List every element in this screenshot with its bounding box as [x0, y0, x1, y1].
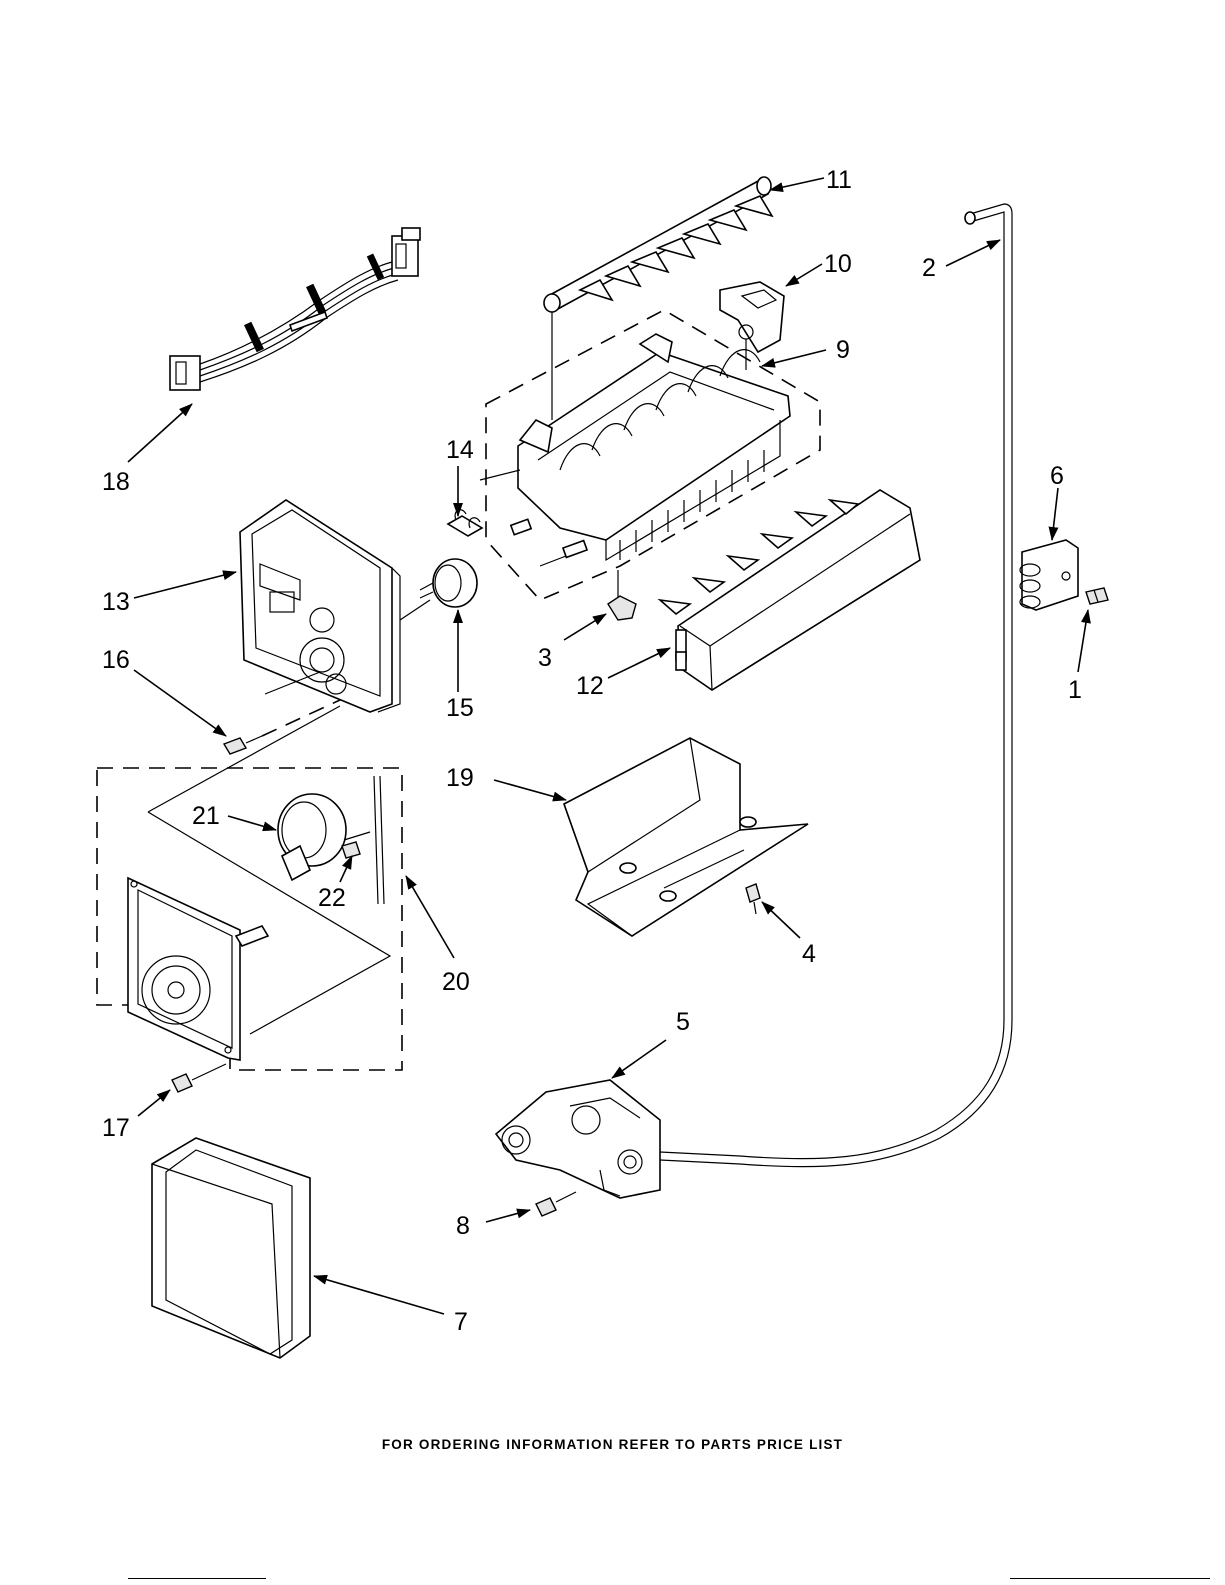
part-clip [448, 510, 482, 536]
callout-18: 18 [102, 468, 130, 496]
callout-2: 2 [922, 254, 936, 282]
part-module-kit [97, 706, 402, 1070]
callout-14: 14 [446, 436, 474, 464]
callout-5: 5 [676, 1008, 690, 1036]
callout-13: 13 [102, 588, 130, 616]
part-tube-clamp [1020, 540, 1078, 610]
part-screw-17 [172, 1064, 226, 1092]
part-screw-1 [1086, 588, 1108, 604]
callout-3: 3 [538, 644, 552, 672]
callout-22: 22 [318, 884, 346, 912]
callout-16: 16 [102, 646, 130, 674]
bottom-rule-left [128, 1578, 266, 1579]
callout-12: 12 [576, 672, 604, 700]
callout-11: 11 [826, 166, 852, 194]
callout-9: 9 [836, 336, 850, 364]
callout-10: 10 [824, 250, 852, 278]
part-water-valve [496, 1080, 660, 1198]
part-insulation-pad [152, 1138, 310, 1358]
callout-19: 19 [446, 764, 474, 792]
callout-8: 8 [456, 1212, 470, 1240]
part-screw-16 [224, 700, 340, 754]
callout-7: 7 [454, 1308, 468, 1336]
bottom-rule-right [1010, 1578, 1210, 1579]
callout-4: 4 [802, 940, 816, 968]
part-wire-harness [170, 228, 420, 390]
callout-20: 20 [442, 968, 470, 996]
part-ice-mold [480, 310, 820, 600]
ordering-footer: FOR ORDERING INFORMATION REFER TO PARTS … [0, 1437, 1225, 1452]
callout-1: 1 [1068, 676, 1082, 704]
callout-15: 15 [446, 694, 474, 722]
part-shelf [564, 738, 808, 936]
callout-21: 21 [192, 802, 220, 830]
callout-6: 6 [1050, 462, 1064, 490]
part-screw-4 [746, 884, 760, 914]
part-control-housing [240, 500, 400, 712]
part-stripper [660, 490, 920, 690]
part-mold-clip [608, 596, 636, 620]
callout-17: 17 [102, 1114, 130, 1142]
part-screw-8 [536, 1192, 576, 1216]
part-thermostat [400, 559, 477, 620]
